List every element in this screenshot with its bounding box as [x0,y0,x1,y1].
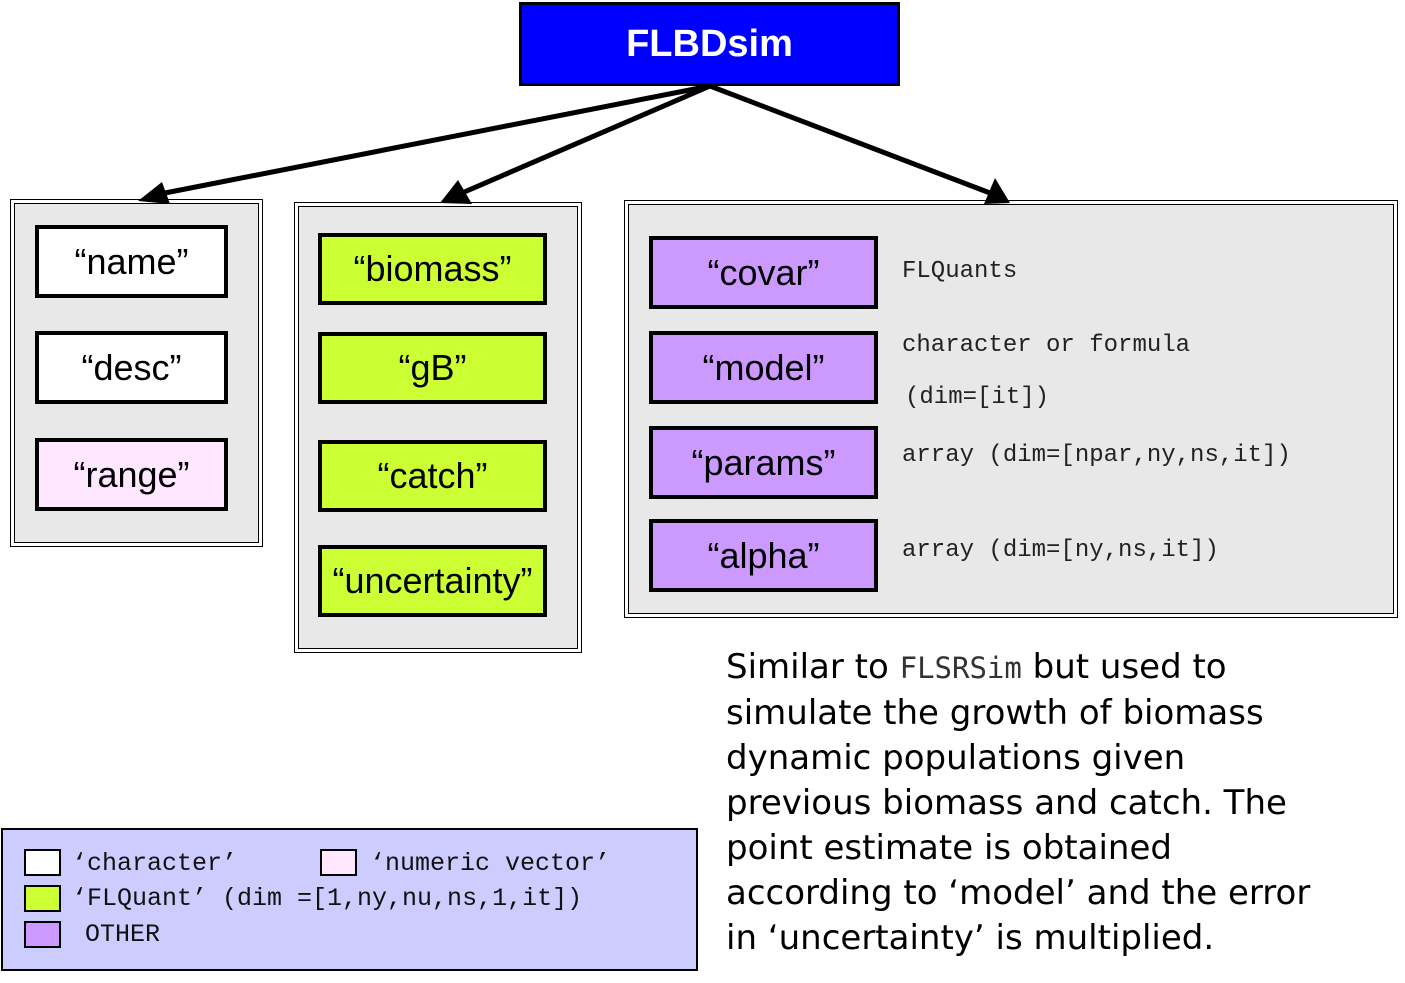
slot-desc: “desc” [35,331,228,404]
slot-catch: “catch” [318,440,547,512]
description-line-4: previous biomass and catch. The [726,783,1287,823]
slot-model-label: “model” [702,346,825,388]
slot-model: “model” [649,331,878,404]
legend-label-numeric: ‘numeric vector’ [370,849,611,878]
slot-params-type: array (dim=[npar,ny,ns,it]) [902,442,1291,469]
legend-swatch-character [24,849,61,876]
slot-catch-label: “catch” [377,455,488,496]
root-class-box: FLBDsim [519,2,900,86]
slot-biomass: “biomass” [318,233,547,305]
slot-name: “name” [35,225,228,298]
class-description: Similar to FLSRSim but used to simulate … [726,645,1398,961]
arrow-to-flquant-group [461,83,711,196]
legend-swatch-flquant [24,885,61,912]
legend-label-flquant: ‘FLQuant’ (dim =[1,ny,nu,ns,1,it]) [72,884,583,913]
slot-name-label: “name” [74,240,189,282]
slot-alpha-type: array (dim=[ny,ns,it]) [902,537,1219,564]
slot-alpha: “alpha” [649,519,878,592]
slot-range-label: “range” [73,453,190,495]
slot-range: “range” [35,438,228,511]
flsrsim-code: FLSRSim [899,651,1022,685]
slot-gb: “gB” [318,332,547,404]
arrow-to-basic-group [164,83,711,196]
arrow-to-other-group [709,83,991,196]
slot-alpha-label: “alpha” [707,534,820,576]
description-line-5: point estimate is obtained [726,828,1172,868]
arrowhead-other [984,178,1010,204]
slot-params-label: “params” [691,441,836,483]
slot-covar-type: FLQuants [902,258,1018,285]
slot-params: “params” [649,426,878,499]
arrowhead-flquant [440,180,472,204]
slot-uncertainty: “uncertainty” [318,545,547,617]
description-line-6: according to ‘model’ and the error [726,873,1311,913]
slot-model-type-dim: (dim=[it]) [905,384,1050,411]
slot-biomass-label: “biomass” [353,248,512,289]
slot-desc-label: “desc” [81,346,182,388]
description-line-1: Similar to FLSRSim but used to [726,647,1227,687]
root-class-title: FLBDsim [626,22,793,65]
description-line-7: in ‘uncertainty’ is multiplied. [726,918,1215,958]
legend-swatch-other [24,921,61,948]
slot-model-type: character or formula [902,332,1191,359]
legend-label-character: ‘character’ [72,849,238,878]
slot-uncertainty-label: “uncertainty” [332,560,533,601]
arrowhead-basic [138,182,170,204]
legend-swatch-numeric [320,849,357,876]
slot-gb-label: “gB” [398,347,467,388]
description-line-2: simulate the growth of biomass [726,693,1264,733]
description-line-3: dynamic populations given [726,738,1186,778]
slot-covar: “covar” [649,236,878,309]
legend-label-other: OTHER [85,920,161,949]
slot-covar-label: “covar” [707,251,820,293]
